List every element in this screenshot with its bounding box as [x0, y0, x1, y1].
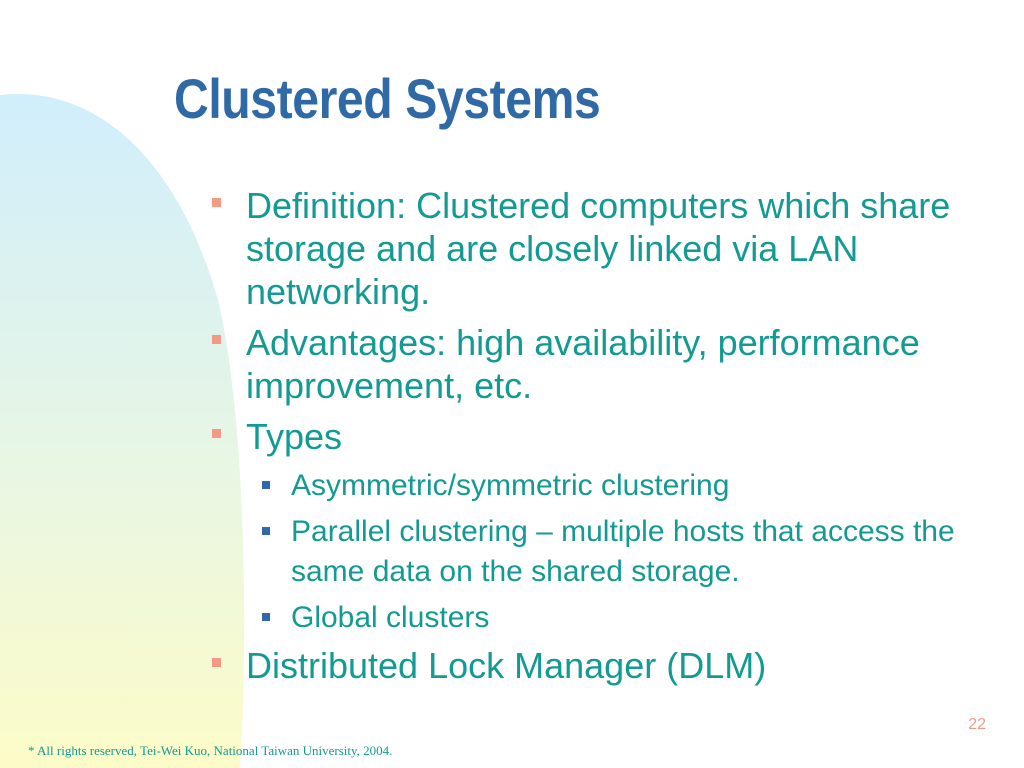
square-sub-bullet-icon — [262, 527, 270, 535]
square-bullet-icon — [212, 198, 221, 207]
slide-number: 22 — [968, 716, 986, 733]
bullet-advantages: Advantages: high availability, performan… — [206, 321, 1006, 407]
types-sublist: Asymmetric/symmetric clustering Parallel… — [206, 466, 1006, 638]
bullet-definition: Definition: Clustered computers which sh… — [206, 184, 1006, 313]
sub-bullet-parallel: Parallel clustering – multiple hosts tha… — [251, 512, 1006, 592]
bullet-text: Advantages: high availability, performan… — [246, 322, 920, 406]
bullet-text: Distributed Lock Manager (DLM) — [246, 645, 767, 686]
square-bullet-icon — [212, 429, 221, 438]
square-bullet-icon — [212, 335, 221, 344]
sub-bullet-text: Parallel clustering – multiple hosts tha… — [291, 515, 955, 588]
sub-bullet-global: Global clusters — [251, 598, 1006, 638]
bullet-text: Definition: Clustered computers which sh… — [246, 185, 951, 312]
square-bullet-icon — [212, 658, 221, 667]
sub-bullet-text: Asymmetric/symmetric clustering — [291, 469, 730, 502]
sub-bullet-text: Global clusters — [291, 601, 490, 634]
sub-bullet-asymmetric: Asymmetric/symmetric clustering — [251, 466, 1006, 506]
bullet-types: Types — [206, 415, 1006, 458]
slide-title: Clustered Systems — [174, 67, 601, 130]
bullet-dlm: Distributed Lock Manager (DLM) — [206, 644, 1006, 687]
bullet-list: Definition: Clustered computers which sh… — [206, 184, 1006, 695]
bullet-text: Types — [246, 416, 343, 457]
square-sub-bullet-icon — [262, 613, 270, 621]
copyright-footer: * All rights reserved, Tei-Wei Kuo, Nati… — [28, 743, 393, 758]
square-sub-bullet-icon — [262, 481, 270, 489]
